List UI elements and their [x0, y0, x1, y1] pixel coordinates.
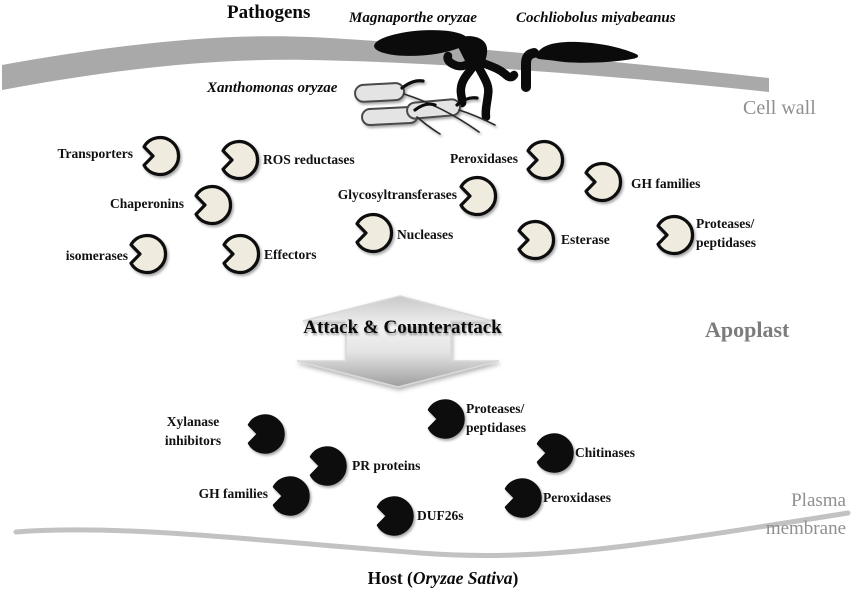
figure-title: Pathogens — [227, 2, 311, 23]
pacman-icon-peroxidases-host — [504, 478, 542, 518]
fungus-magnaporthe-shape — [374, 30, 519, 122]
pathogen-protein-label-effectors: Effectors — [264, 247, 317, 262]
host-caption: Host (Oryzae Sativa) — [283, 568, 603, 589]
bacteria-cells — [354, 79, 496, 135]
peptidases-line2: peptidases — [696, 235, 757, 250]
pathogen-protein-label-isomerases: isomerases — [65, 248, 128, 263]
host-protein-label-chitinases: Chitinases — [575, 445, 636, 460]
pathogen-protein-label-nucleases: Nucleases — [397, 227, 454, 242]
pathogen-protein-label-transporters: Transporters — [57, 146, 134, 161]
attack-arrow-text: Attack & Counterattack — [300, 316, 505, 339]
host-protein-label-xylanase-inhibitors: Xylanase inhibitors — [157, 412, 229, 450]
bacterium-xanthomonas-label: Xanthomonas oryzae — [207, 80, 338, 96]
pacman-icon-nucleases — [355, 212, 394, 254]
pathogen-protein-label-gh-families: GH families — [631, 176, 701, 191]
plasma-membrane-label: Plasma membrane — [765, 490, 846, 539]
fungus-cochliobolus-label: Cochliobolus miyabeanus — [516, 10, 676, 26]
pathogen-protein-label-chaperonins: Chaperonins — [109, 196, 184, 211]
pacman-icon-gh-families-pathogen — [584, 161, 623, 203]
pacman-icon-ros-reductases — [221, 139, 260, 181]
inhibitors-line2: inhibitors — [164, 433, 222, 448]
attack-arrow-shape — [296, 295, 500, 388]
host-protein-label-peroxidases: Peroxidases — [543, 490, 611, 505]
xylanase-line1: Xylanase — [166, 414, 220, 429]
pacman-icon-glycosyltransferases — [459, 175, 498, 217]
host-protein-label-duf26s: DUF26s — [417, 508, 464, 523]
fungus-cochliobolus-shape — [521, 41, 639, 92]
pacman-icon-chitinases — [536, 433, 574, 473]
plasma-membrane-line — [13, 510, 851, 558]
pacman-icon-proteases-host — [427, 399, 465, 439]
pathogen-protein-icons — [129, 135, 695, 275]
proteases-line1: Proteases/ — [696, 216, 755, 231]
pathogen-protein-label-esterase: Esterase — [561, 232, 610, 247]
bacteria-flagella — [400, 79, 496, 135]
pacman-icon-pr-proteins — [309, 446, 347, 486]
pathogen-protein-label-glycosyltransferases: Glycosyltransferases — [337, 187, 457, 202]
pacman-icon-chaperonins — [194, 184, 233, 226]
pacman-icon-xylanase-inhibitors — [247, 414, 285, 454]
pathogen-protein-label-proteases-peptidases: Proteases/ peptidases — [696, 214, 756, 252]
pacman-icon-gh-families-host — [272, 476, 310, 516]
pathogen-protein-label-ros-reductases: ROS reductases — [263, 152, 355, 167]
pathogen-protein-label-peroxidases: Peroxidases — [450, 151, 518, 166]
host-caption-suffix: ) — [512, 568, 519, 588]
host-species: Oryzae Sativa — [412, 568, 513, 588]
pacman-icon-transporters — [142, 135, 181, 177]
host-peptidases-line2: peptidases — [466, 420, 527, 435]
fungus-magnaporthe-label: Magnaporthe oryzae — [349, 10, 477, 26]
host-protein-label-proteases-peptidases: Proteases/ peptidases — [466, 399, 526, 437]
arrow-line1: Attack & — [303, 317, 379, 338]
pacman-icon-peroxidases-pathogen — [526, 139, 565, 181]
cell-wall-band — [2, 36, 769, 92]
apoplast-label: Apoplast — [705, 317, 790, 342]
arrow-line2: Counterattack — [383, 317, 502, 338]
pacman-icon-isomerases — [129, 233, 168, 275]
host-caption-prefix: Host ( — [367, 568, 413, 588]
host-protein-label-pr-proteins: PR proteins — [352, 458, 421, 473]
host-proteases-line1: Proteases/ — [466, 401, 525, 416]
host-protein-label-gh-families: GH families — [198, 486, 268, 501]
cell-wall-label: Cell wall — [743, 97, 816, 119]
pacman-icon-effectors — [222, 233, 261, 275]
pacman-icon-proteases-pathogen — [656, 214, 695, 256]
pacman-icon-esterase — [517, 219, 556, 261]
pacman-icon-duf26s — [376, 496, 414, 536]
